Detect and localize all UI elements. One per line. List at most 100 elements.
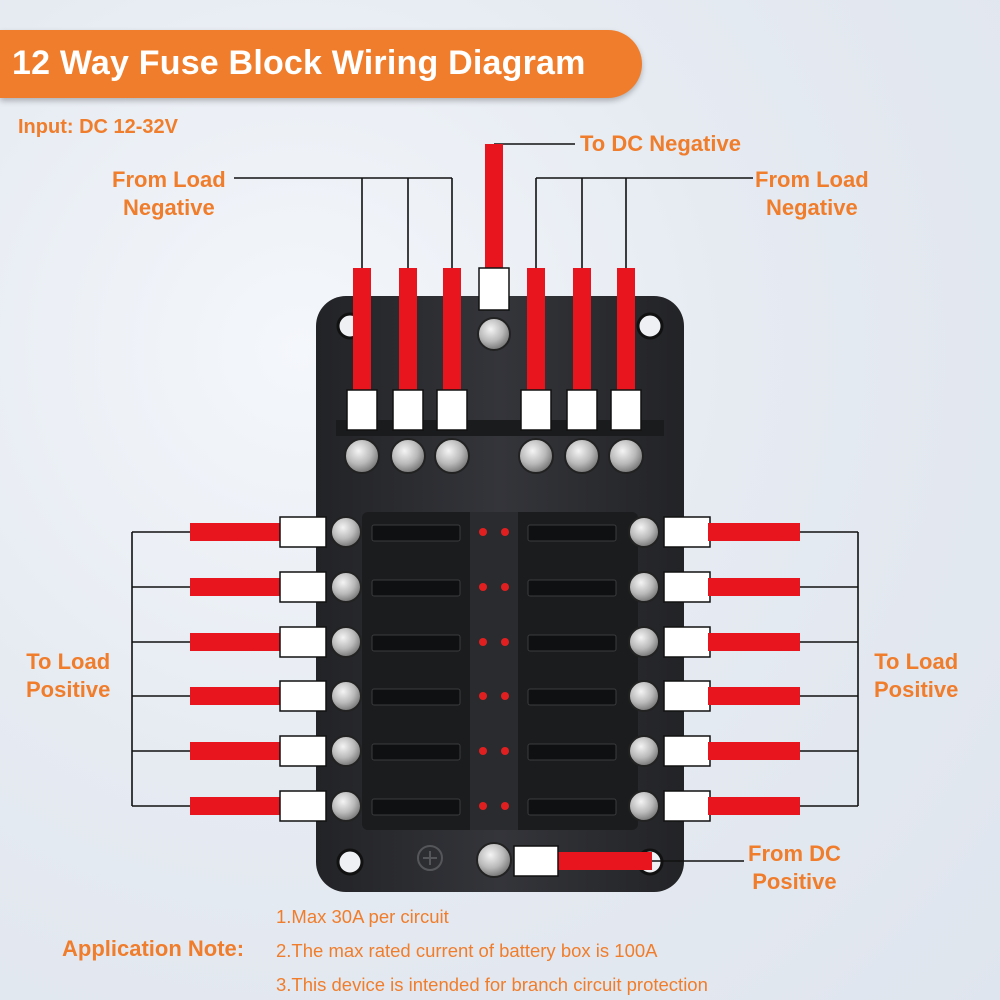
application-note-heading: Application Note: — [62, 936, 245, 961]
fuse-row — [190, 790, 800, 822]
screw-terminal-icon — [344, 438, 380, 474]
left-pos-wire — [190, 687, 282, 705]
negative-wires — [344, 144, 644, 474]
indicator-led — [479, 583, 487, 591]
application-note-item: 1.Max 30A per circuit — [276, 906, 449, 927]
label-from-load-negative-left: From Load Negative — [112, 167, 226, 220]
fuse-slot — [371, 798, 461, 816]
title-banner: 12 Way Fuse Block Wiring Diagram — [0, 30, 642, 98]
left-pos-lug — [279, 571, 327, 603]
plus-icon-mark — [423, 851, 437, 865]
screw-terminal-icon — [628, 735, 660, 767]
screw-terminal-icon — [476, 842, 512, 878]
screw-terminal-icon — [330, 735, 362, 767]
screw-terminal-icon — [628, 680, 660, 712]
neg-wire-3 — [443, 268, 461, 392]
indicator-led — [479, 747, 487, 755]
right-pos-wire — [708, 633, 800, 651]
neg-wire-4 — [527, 268, 545, 392]
fuse-slot — [371, 579, 461, 597]
left-pos-wire — [190, 523, 282, 541]
right-pos-lug — [663, 790, 711, 822]
negative-wiring — [234, 143, 753, 270]
application-note-item: 3.This device is intended for branch cir… — [276, 974, 708, 995]
fuse-slot — [371, 634, 461, 652]
load-negative-leader-right — [535, 177, 753, 270]
left-pos-wire — [190, 797, 282, 815]
neg-lug-5 — [566, 389, 598, 431]
screw-terminal-icon — [330, 680, 362, 712]
right-pos-lug — [663, 626, 711, 658]
label-to-load-positive-left: To Load Positive — [26, 649, 111, 702]
neg-wire-5 — [573, 268, 591, 392]
screw-terminal-icon — [477, 317, 511, 351]
fuse-slot — [527, 688, 617, 706]
indicator-led — [501, 528, 509, 536]
screw-terminal-icon — [330, 516, 362, 548]
screw-terminal-icon — [330, 626, 362, 658]
page-title: 12 Way Fuse Block Wiring Diagram — [12, 44, 586, 82]
fuse-slot — [527, 798, 617, 816]
indicator-led — [501, 638, 509, 646]
dc-negative-wire — [485, 144, 503, 274]
label-from-dc-positive: From DC Positive — [748, 841, 841, 894]
load-negative-leader-left — [234, 177, 453, 270]
indicator-led — [501, 692, 509, 700]
mount-hole-bl — [336, 848, 364, 876]
fuse-row — [190, 680, 800, 712]
right-pos-wire — [708, 797, 800, 815]
indicator-led — [479, 802, 487, 810]
screw-terminal-icon — [330, 790, 362, 822]
dc-positive-wire — [556, 852, 652, 870]
right-pos-lug — [663, 571, 711, 603]
indicator-led — [479, 638, 487, 646]
indicator-led — [479, 692, 487, 700]
left-pos-lug — [279, 680, 327, 712]
positive-wiring — [131, 516, 859, 822]
left-pos-lug — [279, 790, 327, 822]
neg-wire-1 — [353, 268, 371, 392]
label-from-load-negative-right: From Load Negative — [755, 167, 869, 220]
screw-terminal-icon — [628, 790, 660, 822]
fuse-slot — [527, 634, 617, 652]
right-pos-wire — [708, 578, 800, 596]
left-pos-wire — [190, 742, 282, 760]
right-pos-wire — [708, 742, 800, 760]
left-pos-lug — [279, 735, 327, 767]
indicator-led — [501, 802, 509, 810]
right-pos-wire — [708, 687, 800, 705]
load-positive-bus-right — [800, 531, 859, 807]
left-pos-wire — [190, 578, 282, 596]
screw-terminal-icon — [628, 516, 660, 548]
screw-terminal-icon — [608, 438, 644, 474]
label-to-dc-negative: To DC Negative — [580, 131, 741, 156]
neg-wire-6 — [617, 268, 635, 392]
right-pos-lug — [663, 735, 711, 767]
input-spec: Input: DC 12-32V — [18, 116, 179, 138]
fuse-slot — [527, 743, 617, 761]
neg-lug-3 — [436, 389, 468, 431]
dc-negative-lug — [478, 267, 510, 311]
right-pos-lug — [663, 680, 711, 712]
indicator-led — [501, 747, 509, 755]
right-pos-lug — [663, 516, 711, 548]
fuse-slot — [371, 743, 461, 761]
label-to-load-positive-right: To Load Positive — [874, 649, 959, 702]
left-pos-wire — [190, 633, 282, 651]
fuse-slot — [527, 524, 617, 542]
load-positive-bus-left — [131, 531, 190, 807]
screw-terminal-icon — [390, 438, 426, 474]
mount-hole-tr — [636, 312, 664, 340]
screw-terminal-icon — [330, 571, 362, 603]
dc-positive-lug — [513, 845, 559, 877]
dc-positive-input — [476, 842, 744, 878]
fuse-slot — [371, 688, 461, 706]
indicator-led — [501, 583, 509, 591]
fuse-slot — [371, 524, 461, 542]
screw-terminal-icon — [628, 626, 660, 658]
neg-lug-6 — [610, 389, 642, 431]
indicator-led — [479, 528, 487, 536]
neg-lug-2 — [392, 389, 424, 431]
screw-terminal-icon — [628, 571, 660, 603]
